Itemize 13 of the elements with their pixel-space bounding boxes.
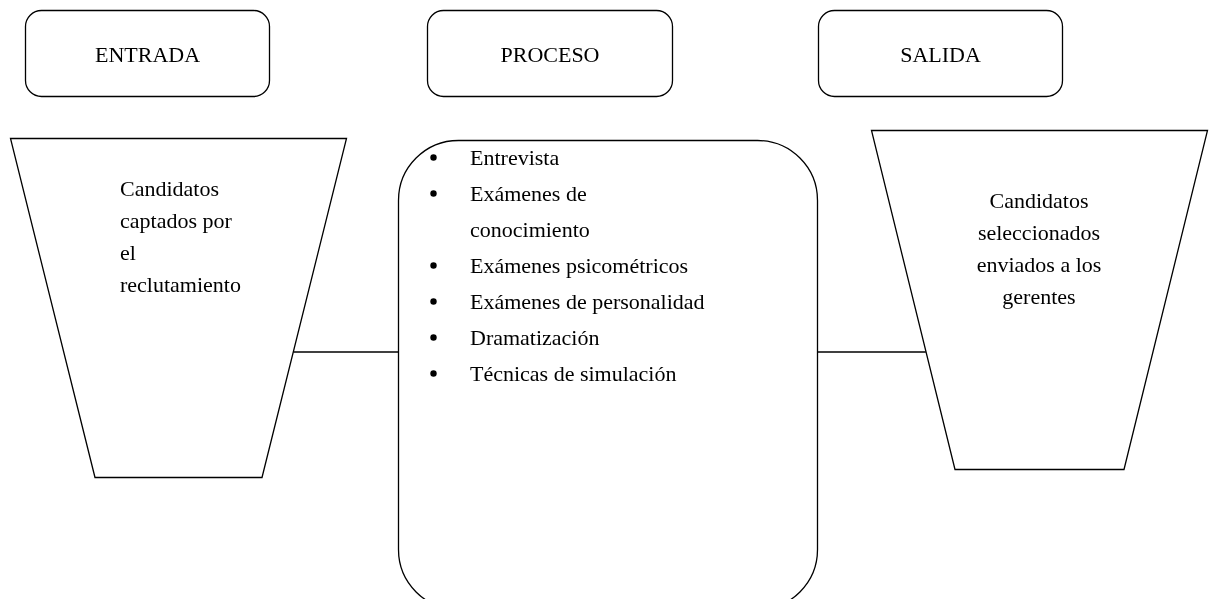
stage-title: PROCESO (499, 41, 601, 69)
list-item: Técnicas de simulación (470, 360, 678, 388)
stage-title: SALIDA (899, 41, 982, 69)
funnel-label: Candidatos seleccionados enviados a los gerentes (975, 187, 1103, 311)
funnel-label: Candidatos captados por el reclutamiento (120, 175, 242, 299)
list-item: Exámenes psicométricos (470, 252, 690, 280)
list-item: Dramatización (470, 324, 601, 352)
stage-title: ENTRADA (93, 41, 202, 69)
list-item: Entrevista (470, 144, 561, 172)
list-item: Exámenes de personalidad (470, 288, 706, 316)
connector-line (292, 351, 399, 353)
list-item: Exámenes de conocimiento (470, 180, 591, 244)
connector-line (817, 351, 927, 353)
